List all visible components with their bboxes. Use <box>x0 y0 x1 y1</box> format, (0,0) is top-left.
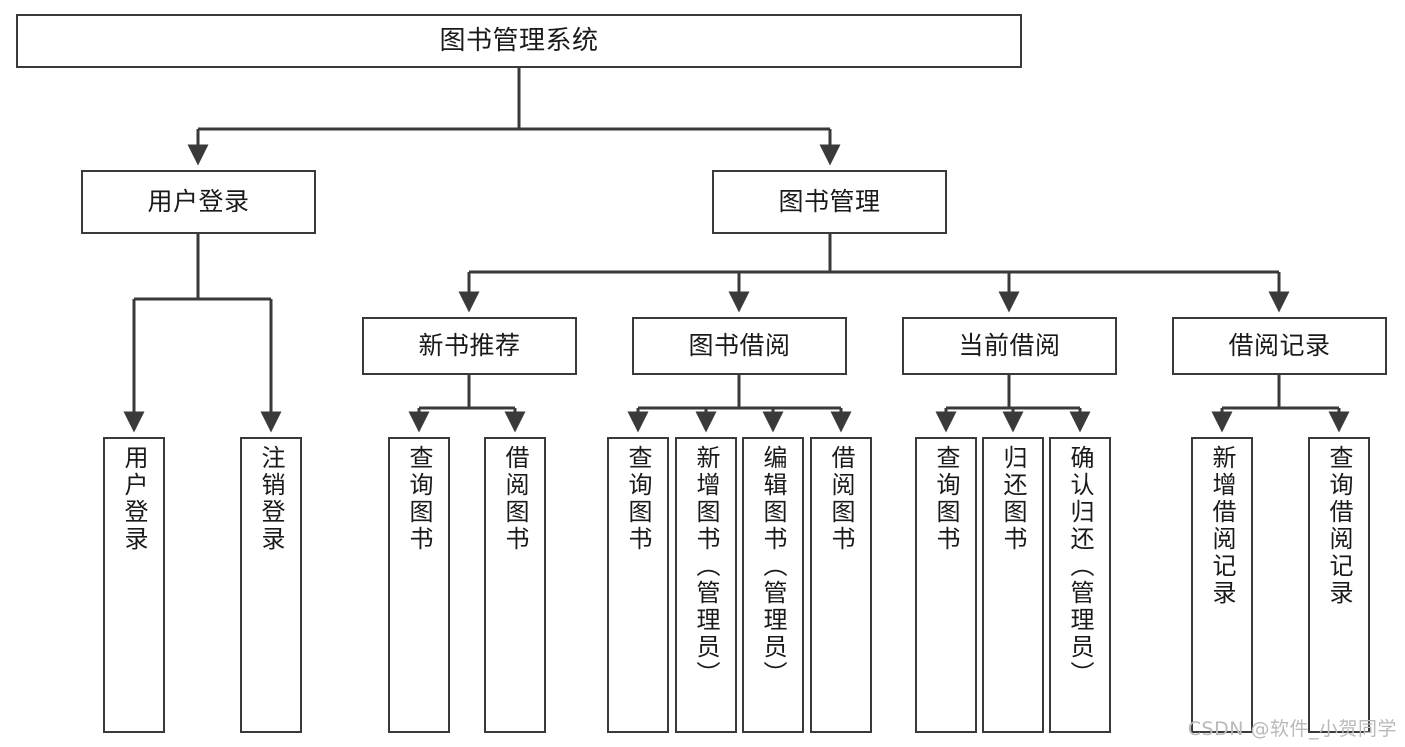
node-leaf-add-borrow-record[interactable]: 新增借阅记录 <box>1191 437 1253 733</box>
node-label: 新书推荐 <box>418 331 521 361</box>
node-label: 查询图书 <box>624 445 652 553</box>
node-leaf-new-book-borrow[interactable]: 借阅图书 <box>484 437 546 733</box>
node-label: 查询图书 <box>932 445 960 553</box>
node-leaf-logout[interactable]: 注销登录 <box>240 437 302 733</box>
node-borrow-record[interactable]: 借阅记录 <box>1172 317 1387 375</box>
node-label: 当前借阅 <box>958 331 1061 361</box>
node-label: 编辑图书（管理员） <box>759 445 787 688</box>
node-label: 新增借阅记录 <box>1208 445 1236 607</box>
node-label: 图书管理 <box>778 187 881 217</box>
node-label: 用户登录 <box>120 445 148 553</box>
node-leaf-user-login[interactable]: 用户登录 <box>103 437 165 733</box>
node-leaf-borrow-query-book[interactable]: 查询图书 <box>607 437 669 733</box>
node-label: 借阅图书 <box>501 445 529 553</box>
watermark-credit: CSDN @软件_小贺同学 <box>1187 718 1397 740</box>
node-label: 借阅记录 <box>1228 331 1331 361</box>
node-label: 图书管理系统 <box>439 25 599 56</box>
node-label: 借阅图书 <box>827 445 855 553</box>
node-root-book-management-system[interactable]: 图书管理系统 <box>16 14 1022 68</box>
node-leaf-confirm-return-admin[interactable]: 确认归还（管理员） <box>1049 437 1111 733</box>
node-book-management[interactable]: 图书管理 <box>712 170 947 234</box>
node-leaf-query-borrow-record[interactable]: 查询借阅记录 <box>1308 437 1370 733</box>
node-leaf-edit-book-admin[interactable]: 编辑图书（管理员） <box>742 437 804 733</box>
node-label: 确认归还（管理员） <box>1066 445 1094 688</box>
node-user-login[interactable]: 用户登录 <box>81 170 316 234</box>
node-new-book-recommend[interactable]: 新书推荐 <box>362 317 577 375</box>
node-label: 归还图书 <box>999 445 1027 553</box>
node-leaf-new-book-query[interactable]: 查询图书 <box>388 437 450 733</box>
node-label: 查询图书 <box>405 445 433 553</box>
node-label: 查询借阅记录 <box>1325 445 1353 607</box>
node-label: 注销登录 <box>257 445 285 553</box>
node-label: 用户登录 <box>147 187 250 217</box>
node-leaf-current-query-book[interactable]: 查询图书 <box>915 437 977 733</box>
node-leaf-borrow-book[interactable]: 借阅图书 <box>810 437 872 733</box>
node-book-borrow[interactable]: 图书借阅 <box>632 317 847 375</box>
node-current-borrow[interactable]: 当前借阅 <box>902 317 1117 375</box>
node-label: 新增图书（管理员） <box>692 445 720 688</box>
node-label: 图书借阅 <box>688 331 791 361</box>
node-leaf-return-book[interactable]: 归还图书 <box>982 437 1044 733</box>
node-leaf-add-book-admin[interactable]: 新增图书（管理员） <box>675 437 737 733</box>
